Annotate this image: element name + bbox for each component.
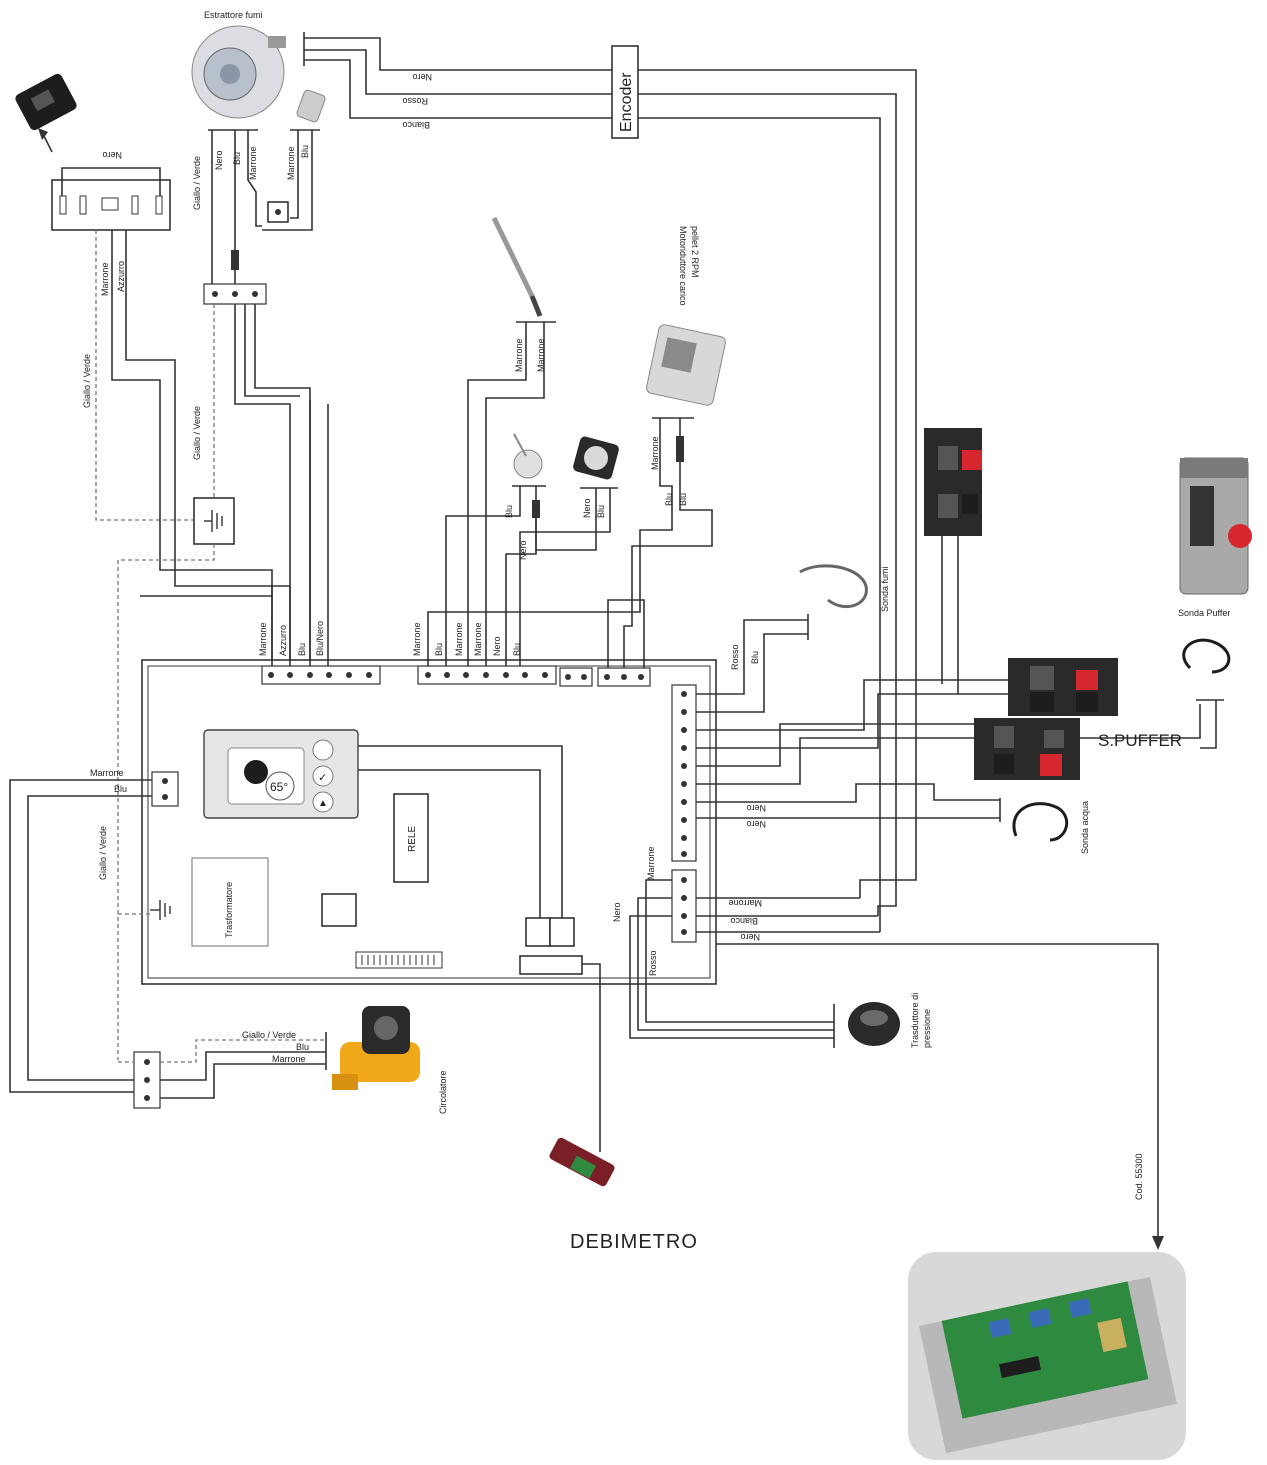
connector-panel-middle <box>1008 658 1118 716</box>
rele-label: RELE <box>407 826 418 852</box>
svg-text:Blu: Blu <box>678 493 688 506</box>
circolatore-label: Circolatore <box>438 1070 448 1114</box>
svg-text:Nero: Nero <box>412 72 432 82</box>
svg-text:Blu: Blu <box>664 493 674 506</box>
svg-text:Bianco: Bianco <box>730 916 758 926</box>
svg-text:✓: ✓ <box>318 772 327 784</box>
svg-text:Marrone: Marrone <box>90 768 124 778</box>
circulator-pump <box>332 1006 420 1090</box>
svg-text:Azzurro: Azzurro <box>278 625 288 656</box>
flue-fan-label: Estrattore fumi <box>204 10 263 20</box>
rele-box <box>393 793 429 883</box>
svg-text:Marrone: Marrone <box>514 338 524 372</box>
controller-module-photo <box>908 1252 1186 1460</box>
flue-fan: Estrattore fumi <box>191 10 326 123</box>
svg-text:Marrone: Marrone <box>100 262 110 296</box>
terminal-block-loads <box>417 665 557 685</box>
terminal-block-power <box>261 665 381 685</box>
svg-text:Nero: Nero <box>746 803 766 813</box>
svg-text:Giallo / Verde: Giallo / Verde <box>98 826 108 880</box>
sonda-puffer-label: Sonda Puffer <box>1178 608 1230 618</box>
svg-text:Marrone: Marrone <box>646 846 656 880</box>
power-socket <box>15 73 77 131</box>
sonda-acqua-label: Sonda acqua <box>1080 801 1090 854</box>
pellet-gear-motor <box>646 324 726 406</box>
svg-text:Marrone: Marrone <box>650 436 660 470</box>
svg-text:Blu: Blu <box>300 145 310 158</box>
svg-text:Blu: Blu <box>750 651 760 664</box>
svg-text:Rosso: Rosso <box>730 644 740 670</box>
svg-text:Nero: Nero <box>214 150 224 170</box>
debimetro-label: DEBIMETRO <box>570 1231 698 1253</box>
svg-text:Marrone: Marrone <box>473 622 483 656</box>
svg-text:Blu: Blu <box>512 643 522 656</box>
svg-text:Giallo / Verde: Giallo / Verde <box>192 406 202 460</box>
svg-text:Marrone: Marrone <box>248 146 258 180</box>
svg-text:Nero: Nero <box>740 932 760 942</box>
svg-text:Marrone: Marrone <box>728 898 762 908</box>
puffer-probe <box>1182 638 1231 674</box>
svg-text:Marrone: Marrone <box>258 622 268 656</box>
s-puffer-label: S.PUFFER <box>1098 731 1182 750</box>
svg-text:Blu: Blu <box>296 1042 309 1052</box>
flow-meter <box>549 1137 615 1187</box>
water-probe <box>1012 802 1069 842</box>
svg-text:Blu/Nero: Blu/Nero <box>315 621 325 656</box>
svg-text:Giallo / Verde: Giallo / Verde <box>82 354 92 408</box>
pressure-transducer <box>848 1002 900 1046</box>
ambient-probe <box>799 564 868 609</box>
thermostat <box>513 433 543 479</box>
connector-panel-top <box>924 428 982 536</box>
svg-text:Giallo / Verde: Giallo / Verde <box>192 156 202 210</box>
puffer-tank <box>1179 457 1252 595</box>
terminal-column-sensors <box>671 684 697 943</box>
svg-text:Blu: Blu <box>114 784 127 794</box>
svg-text:Nero: Nero <box>612 902 622 922</box>
svg-text:Trasduttore di: Trasduttore di <box>910 993 920 1048</box>
svg-text:Nero: Nero <box>582 498 592 518</box>
svg-text:Bianco: Bianco <box>402 120 430 130</box>
svg-text:Nero: Nero <box>518 540 528 560</box>
svg-text:Marrone: Marrone <box>272 1054 306 1064</box>
svg-text:Nero: Nero <box>492 636 502 656</box>
transformer-box <box>191 857 269 947</box>
svg-text:Blu: Blu <box>596 505 606 518</box>
ground-icon <box>150 900 171 920</box>
svg-text:Blu: Blu <box>297 643 307 656</box>
svg-text:Blu: Blu <box>232 152 242 165</box>
svg-text:Azzurro: Azzurro <box>116 261 126 292</box>
control-board: 65° ✓ ▲ RELE Trasformatore <box>141 659 717 985</box>
svg-text:Marrone: Marrone <box>454 622 464 656</box>
svg-text:Marrone: Marrone <box>412 622 422 656</box>
encoder-label: Encoder <box>618 72 635 132</box>
svg-text:Rosso: Rosso <box>648 950 658 976</box>
encoder: Encoder <box>611 45 639 139</box>
svg-text:Marrone: Marrone <box>536 338 546 372</box>
svg-text:pellet 2 RPM: pellet 2 RPM <box>690 226 700 278</box>
code-label: Cod. 55300 <box>1134 1153 1144 1200</box>
svg-text:Blu: Blu <box>434 643 444 656</box>
svg-text:pressione: pressione <box>922 1009 932 1048</box>
svg-text:Blu: Blu <box>504 505 514 518</box>
svg-text:Giallo / Verde: Giallo / Verde <box>242 1030 296 1040</box>
display-panel: 65° ✓ ▲ <box>203 729 359 819</box>
svg-text:Rosso: Rosso <box>402 96 428 106</box>
svg-text:Sonda fumi: Sonda fumi <box>880 566 890 612</box>
svg-text:Motoriduttore carico: Motoriduttore carico <box>678 226 688 306</box>
terminal-block-small <box>559 667 651 687</box>
svg-text:▲: ▲ <box>318 798 328 809</box>
svg-text:Nero: Nero <box>746 819 766 829</box>
svg-text:Nero: Nero <box>102 150 122 160</box>
display-temperature: 65° <box>270 780 288 794</box>
svg-text:Marrone: Marrone <box>286 146 296 180</box>
transformer-label: Trasformatore <box>224 882 234 938</box>
connector-panel-bottom <box>974 718 1080 780</box>
pressure-switch <box>573 436 619 480</box>
temperature-probe <box>491 216 543 317</box>
